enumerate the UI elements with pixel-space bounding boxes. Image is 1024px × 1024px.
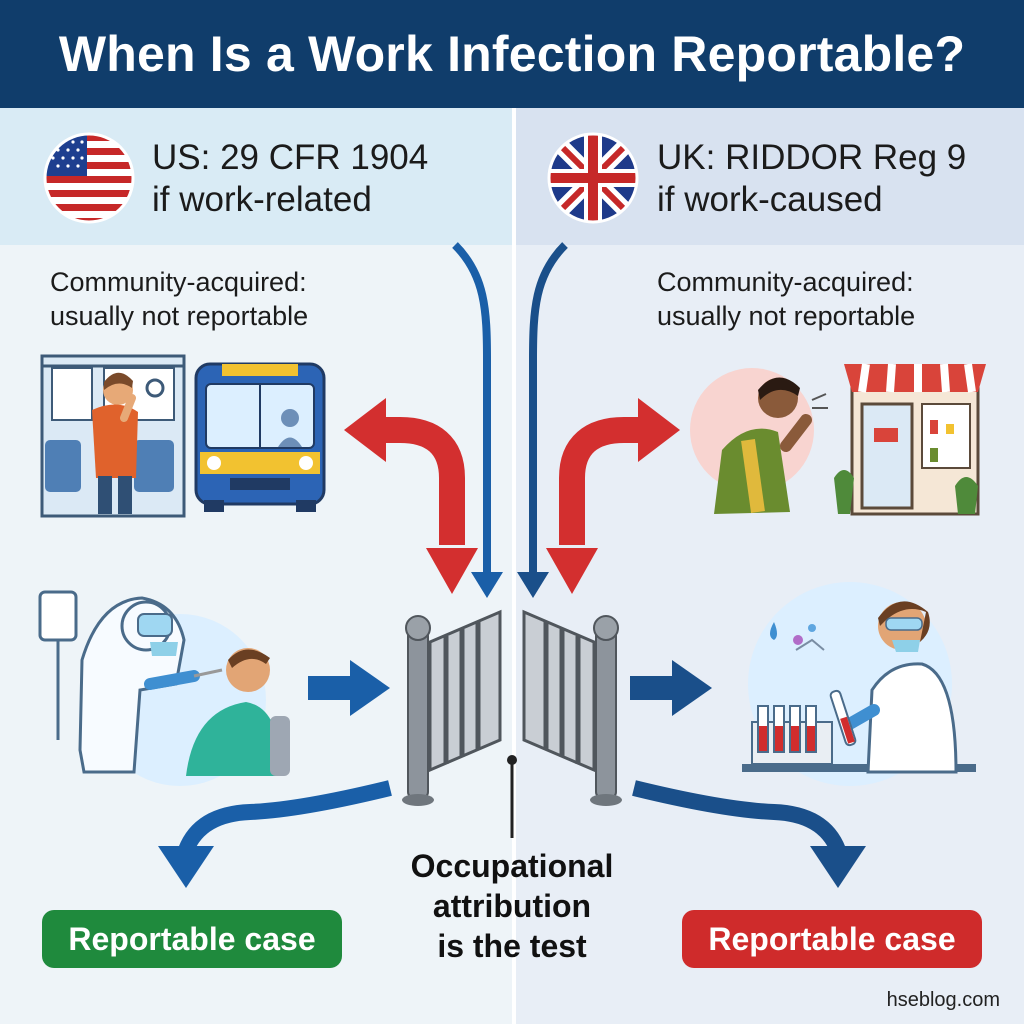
down-arrow-icon	[517, 572, 549, 598]
bus-commuter-coughing-icon	[40, 354, 186, 518]
down-arrow-icon	[471, 572, 503, 598]
us-community-note: Community-acquired: usually not reportab…	[50, 265, 308, 333]
uk-panel	[516, 108, 1024, 1024]
page-title: When Is a Work Infection Reportable?	[0, 0, 1024, 108]
us-flag-icon	[45, 134, 133, 222]
right-arrow-icon	[308, 660, 390, 716]
uk-community-note: Community-acquired: usually not reportab…	[657, 265, 915, 333]
uk-note-line1: Community-acquired:	[657, 267, 914, 297]
test-line1: Occupational	[410, 848, 614, 884]
shop-icon	[834, 363, 986, 516]
right-arrow-icon	[630, 660, 712, 716]
down-right-arrow-icon	[632, 780, 866, 888]
gate-icon	[402, 609, 622, 838]
uk-note-line2: usually not reportable	[657, 301, 916, 331]
test-line3: is the test	[437, 928, 587, 964]
us-reportable-badge: Reportable case	[42, 910, 342, 968]
uk-flag-icon	[549, 134, 637, 222]
us-note-line2: usually not reportable	[50, 301, 309, 331]
us-rule-line1: US: 29 CFR 1904	[152, 138, 429, 177]
left-turn-arrow-icon	[344, 398, 478, 594]
us-rule-heading: US: 29 CFR 1904 if work-related	[152, 137, 428, 221]
right-turn-arrow-icon	[546, 398, 680, 594]
bus-icon	[194, 362, 326, 512]
shop-customer-coughing-icon	[690, 368, 828, 514]
uk-rule-heading: UK: RIDDOR Reg 9 if work-caused	[657, 137, 966, 221]
healthcare-worker-swab-test-icon	[38, 590, 290, 786]
uk-rule-line2: if work-caused	[657, 180, 883, 219]
uk-rule-line1: UK: RIDDOR Reg 9	[657, 138, 967, 177]
lab-scientist-sample-icon	[742, 582, 976, 786]
us-note-line1: Community-acquired:	[50, 267, 307, 297]
us-rule-line2: if work-related	[152, 180, 372, 219]
occupational-test-label: Occupational attribution is the test	[392, 846, 632, 966]
down-left-arrow-icon	[158, 780, 392, 888]
us-panel	[0, 108, 512, 1024]
source-credit: hseblog.com	[886, 989, 1000, 1011]
panel-divider	[512, 108, 516, 1024]
uk-reportable-badge: Reportable case	[682, 910, 982, 968]
test-line2: attribution	[432, 888, 592, 924]
